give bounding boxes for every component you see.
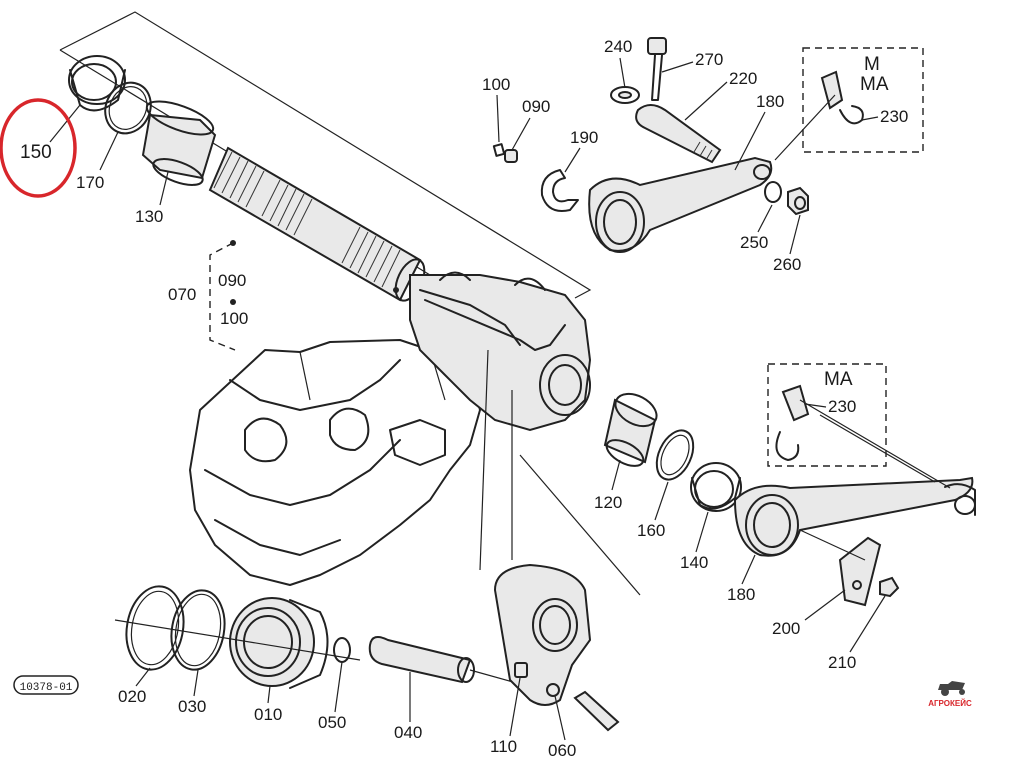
- part-050-o-ring[interactable]: [333, 637, 351, 663]
- label-150: 150: [20, 142, 52, 163]
- part-010-piston[interactable]: [229, 597, 329, 689]
- tractor-icon: [938, 681, 965, 690]
- agrokeys-logo: АГРОКЕЙС: [928, 681, 972, 708]
- part-150-bushing[interactable]: [68, 55, 126, 112]
- label-050: 050: [318, 713, 346, 732]
- label-180-a: 180: [756, 92, 784, 111]
- label-180-b: 180: [727, 585, 755, 604]
- label-160: 160: [637, 521, 665, 540]
- part-020-o-ring[interactable]: [120, 582, 190, 674]
- label-090-b: 090: [522, 97, 550, 116]
- label-210: 210: [828, 653, 856, 672]
- drawing-code-box: 10378-01: [13, 675, 79, 695]
- label-020: 020: [118, 687, 146, 706]
- part-210-bolt[interactable]: [879, 576, 900, 598]
- part-labels: 150 170 130 070 090 100 100 090 190 240 …: [20, 37, 908, 760]
- label-120: 120: [594, 493, 622, 512]
- label-190: 190: [570, 128, 598, 147]
- label-170: 170: [76, 173, 104, 192]
- label-070: 070: [168, 285, 196, 304]
- box-ma: [767, 363, 887, 467]
- part-250-washer[interactable]: [764, 181, 782, 203]
- part-090-nut[interactable]: [504, 149, 518, 163]
- label-130: 130: [135, 207, 163, 226]
- part-030-backup-ring[interactable]: [165, 586, 230, 674]
- part-100-pin[interactable]: [492, 143, 506, 157]
- label-260: 260: [773, 255, 801, 274]
- part-240-washer[interactable]: [610, 86, 640, 104]
- label-030: 030: [178, 697, 206, 716]
- part-130-bushing[interactable]: [141, 95, 217, 191]
- drawing-code: 10378-01: [20, 682, 73, 694]
- label-box-ma: MA: [860, 74, 889, 95]
- part-060-key[interactable]: [573, 690, 620, 732]
- part-230-clip-upper[interactable]: [820, 70, 864, 125]
- part-040-rod[interactable]: [368, 635, 475, 684]
- box-m-ma: [802, 47, 924, 153]
- part-190-snap-ring[interactable]: [540, 169, 579, 212]
- hydraulic-housing: [189, 339, 481, 586]
- part-crank-arm[interactable]: [493, 563, 592, 706]
- watermark-text: АГРОКЕЙС: [928, 699, 972, 708]
- highlight-circle-150: [0, 98, 77, 198]
- label-100-b: 100: [482, 75, 510, 94]
- part-160-o-ring[interactable]: [650, 425, 701, 486]
- label-box-ma-lower: MA: [824, 369, 853, 390]
- label-100-a: 100: [220, 309, 248, 328]
- label-060: 060: [548, 741, 576, 760]
- label-110: 110: [490, 737, 517, 756]
- upper-cylinder-block: [409, 271, 592, 432]
- label-230-b: 230: [828, 397, 856, 416]
- assembly-frame-upper: [59, 11, 592, 299]
- label-230-a: 230: [880, 107, 908, 126]
- part-270-bolt[interactable]: [647, 37, 667, 101]
- label-270: 270: [695, 50, 723, 69]
- part-230-clip-lower[interactable]: [775, 384, 810, 461]
- bracket-090-100: [209, 242, 236, 351]
- label-220: 220: [729, 69, 757, 88]
- label-200: 200: [772, 619, 800, 638]
- label-040: 040: [394, 723, 422, 742]
- label-240: 240: [604, 37, 632, 56]
- part-140-bushing[interactable]: [690, 462, 742, 512]
- part-070-splined-shaft[interactable]: [208, 146, 430, 305]
- part-220-shaft[interactable]: [635, 104, 722, 164]
- part-120-bushing[interactable]: [603, 387, 662, 471]
- part-180-lift-arm-lower[interactable]: [733, 476, 976, 557]
- label-250: 250: [740, 233, 768, 252]
- label-010: 010: [254, 705, 282, 724]
- part-170-o-ring[interactable]: [97, 75, 159, 141]
- part-180-lift-arm-upper[interactable]: [588, 156, 773, 253]
- label-box-m: M: [864, 54, 880, 75]
- part-260-nut[interactable]: [787, 186, 809, 216]
- part-200-bracket[interactable]: [838, 536, 882, 607]
- label-140: 140: [680, 553, 708, 572]
- label-090-a: 090: [218, 271, 246, 290]
